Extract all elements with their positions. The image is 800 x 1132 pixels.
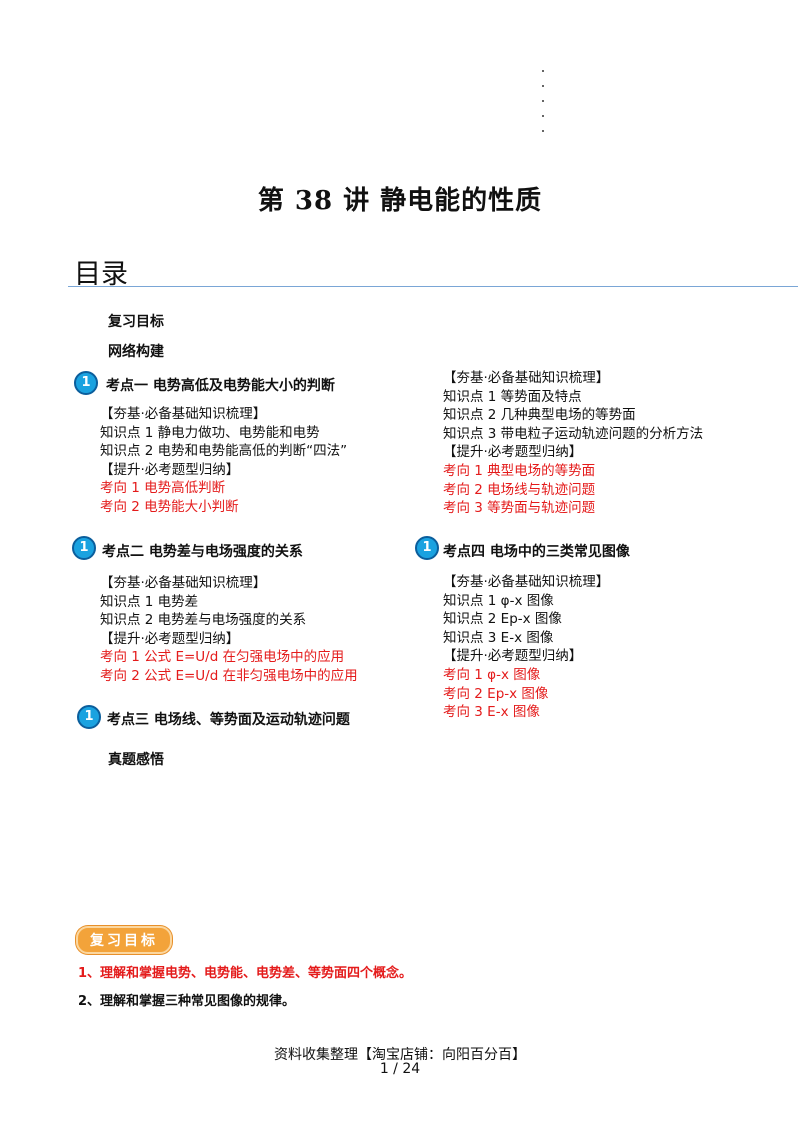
decorative-dots [542, 70, 546, 145]
list-item[interactable]: 【提升·必考题型归纳】 [443, 444, 583, 461]
section-3-list: 【夯基·必备基础知识梳理】 知识点 1 等势面及特点 知识点 2 几种典型电场的… [443, 369, 703, 518]
section-2-list: 【夯基·必备基础知识梳理】 知识点 1 电势差 知识点 2 电势差与电场强度的关… [100, 574, 358, 686]
list-item[interactable]: 【提升·必考题型归纳】 [100, 630, 240, 647]
list-item[interactable]: 知识点 1 静电力做功、电势能和电势 [100, 424, 320, 441]
list-item[interactable]: 知识点 2 电势差与电场强度的关系 [100, 612, 307, 629]
toc-divider [68, 286, 798, 287]
section-1-list: 【夯基·必备基础知识梳理】 知识点 1 静电力做功、电势能和电势 知识点 2 电… [100, 405, 347, 517]
list-item[interactable]: 【夯基·必备基础知识梳理】 [100, 406, 267, 422]
list-item[interactable]: 知识点 2 几种典型电场的等势面 [443, 407, 636, 424]
toc-section-3[interactable]: 考点三 电场线、等势面及运动轨迹问题 [107, 712, 350, 728]
list-item[interactable]: 【提升·必考题型归纳】 [443, 648, 583, 665]
goal-item-1: 1、理解和掌握电势、电势能、电势差、等势面四个概念。 [78, 966, 413, 981]
toc-section-4[interactable]: 考点四 电场中的三类常见图像 [443, 544, 630, 560]
section-number-icon: 1 [74, 371, 98, 395]
list-item[interactable]: 知识点 1 电势差 [100, 593, 199, 610]
list-item[interactable]: 考向 2 电势能大小判断 [100, 498, 239, 515]
section-number-icon: 1 [72, 536, 96, 560]
toc-item-network[interactable]: 网络构建 [108, 344, 164, 360]
footer-source: 资料收集整理【淘宝店铺：向阳百分百】 [274, 1047, 526, 1063]
list-item[interactable]: 考向 3 等势面与轨迹问题 [443, 500, 596, 517]
toc-item-real-exam[interactable]: 真题感悟 [108, 752, 164, 768]
toc-item-review-goals[interactable]: 复习目标 [108, 314, 164, 330]
list-item[interactable]: 知识点 1 等势面及特点 [443, 388, 582, 405]
goal-item-2: 2、理解和掌握三种常见图像的规律。 [78, 994, 296, 1009]
list-item[interactable]: 【提升·必考题型归纳】 [100, 461, 240, 478]
list-item[interactable]: 考向 2 Ep-x 图像 [443, 685, 549, 702]
list-item[interactable]: 知识点 1 φ-x 图像 [443, 592, 554, 609]
list-item[interactable]: 考向 2 公式 E=U/d 在非匀强电场中的应用 [100, 667, 358, 684]
section-4-list: 【夯基·必备基础知识梳理】 知识点 1 φ-x 图像 知识点 2 Ep-x 图像… [443, 573, 609, 722]
page-title: 第 38 讲 静电能的性质 [257, 186, 543, 216]
list-item[interactable]: 知识点 2 Ep-x 图像 [443, 611, 562, 628]
list-item[interactable]: 考向 1 电势高低判断 [100, 480, 226, 497]
section-number-icon: 1 [77, 705, 101, 729]
list-item[interactable]: 【夯基·必备基础知识梳理】 [100, 575, 267, 591]
list-item[interactable]: 知识点 3 带电粒子运动轨迹问题的分析方法 [443, 425, 704, 442]
list-item[interactable]: 考向 1 φ-x 图像 [443, 666, 541, 683]
toc-section-2[interactable]: 考点二 电势差与电场强度的关系 [102, 544, 303, 560]
list-item[interactable]: 考向 1 典型电场的等势面 [443, 462, 596, 479]
toc-heading: 目录 [74, 259, 128, 290]
page-number: 1 / 24 [379, 1061, 421, 1077]
list-item[interactable]: 知识点 2 电势和电势能高低的判断“四法” [100, 443, 348, 460]
toc-section-1[interactable]: 考点一 电势高低及电势能大小的判断 [106, 378, 335, 394]
list-item[interactable]: 【夯基·必备基础知识梳理】 [443, 370, 610, 386]
list-item[interactable]: 知识点 3 E-x 图像 [443, 629, 554, 646]
list-item[interactable]: 考向 3 E-x 图像 [443, 704, 540, 721]
list-item[interactable]: 考向 2 电场线与轨迹问题 [443, 481, 596, 498]
review-goals-badge: 复习目标 [76, 926, 172, 954]
list-item[interactable]: 【夯基·必备基础知识梳理】 [443, 574, 610, 590]
list-item[interactable]: 考向 1 公式 E=U/d 在匀强电场中的应用 [100, 649, 345, 666]
section-number-icon: 1 [415, 536, 439, 560]
